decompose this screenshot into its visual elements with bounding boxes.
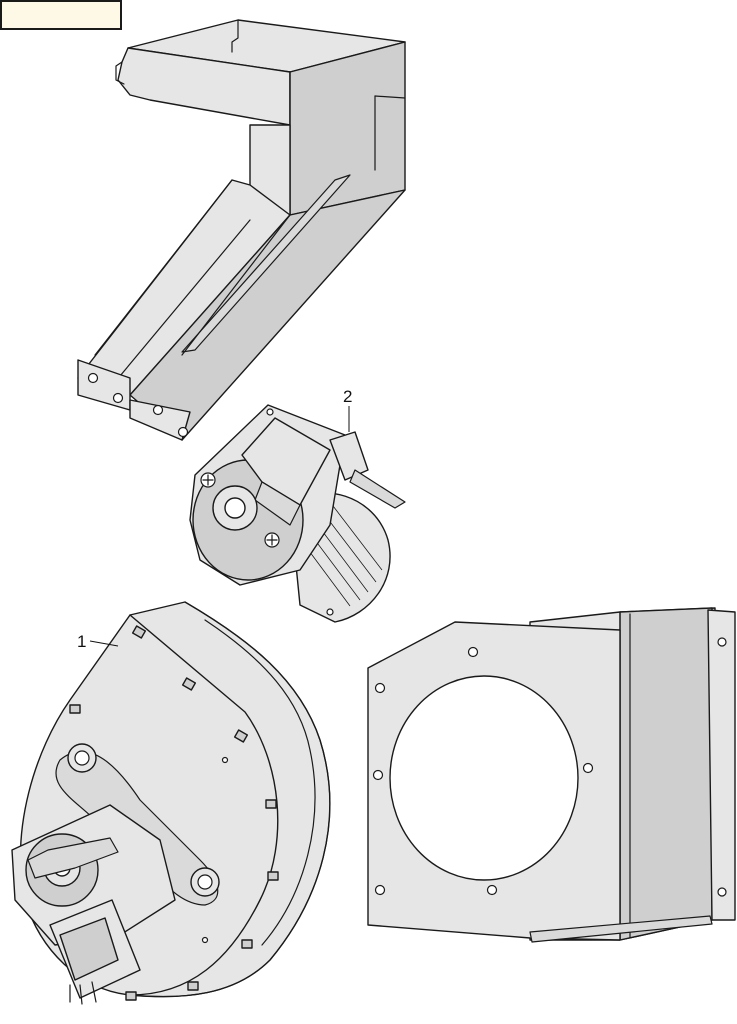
corner-label-box [0,0,122,30]
callout-1: 1 [77,632,119,651]
motor-assembly [189,404,406,623]
blower-assembly [11,601,331,1005]
callout-label-1: 1 [77,632,86,651]
exhaust-duct [77,19,406,441]
callout-label-2: 2 [343,387,352,406]
adapter-plate [367,607,736,943]
callout-2: 2 [343,387,352,432]
